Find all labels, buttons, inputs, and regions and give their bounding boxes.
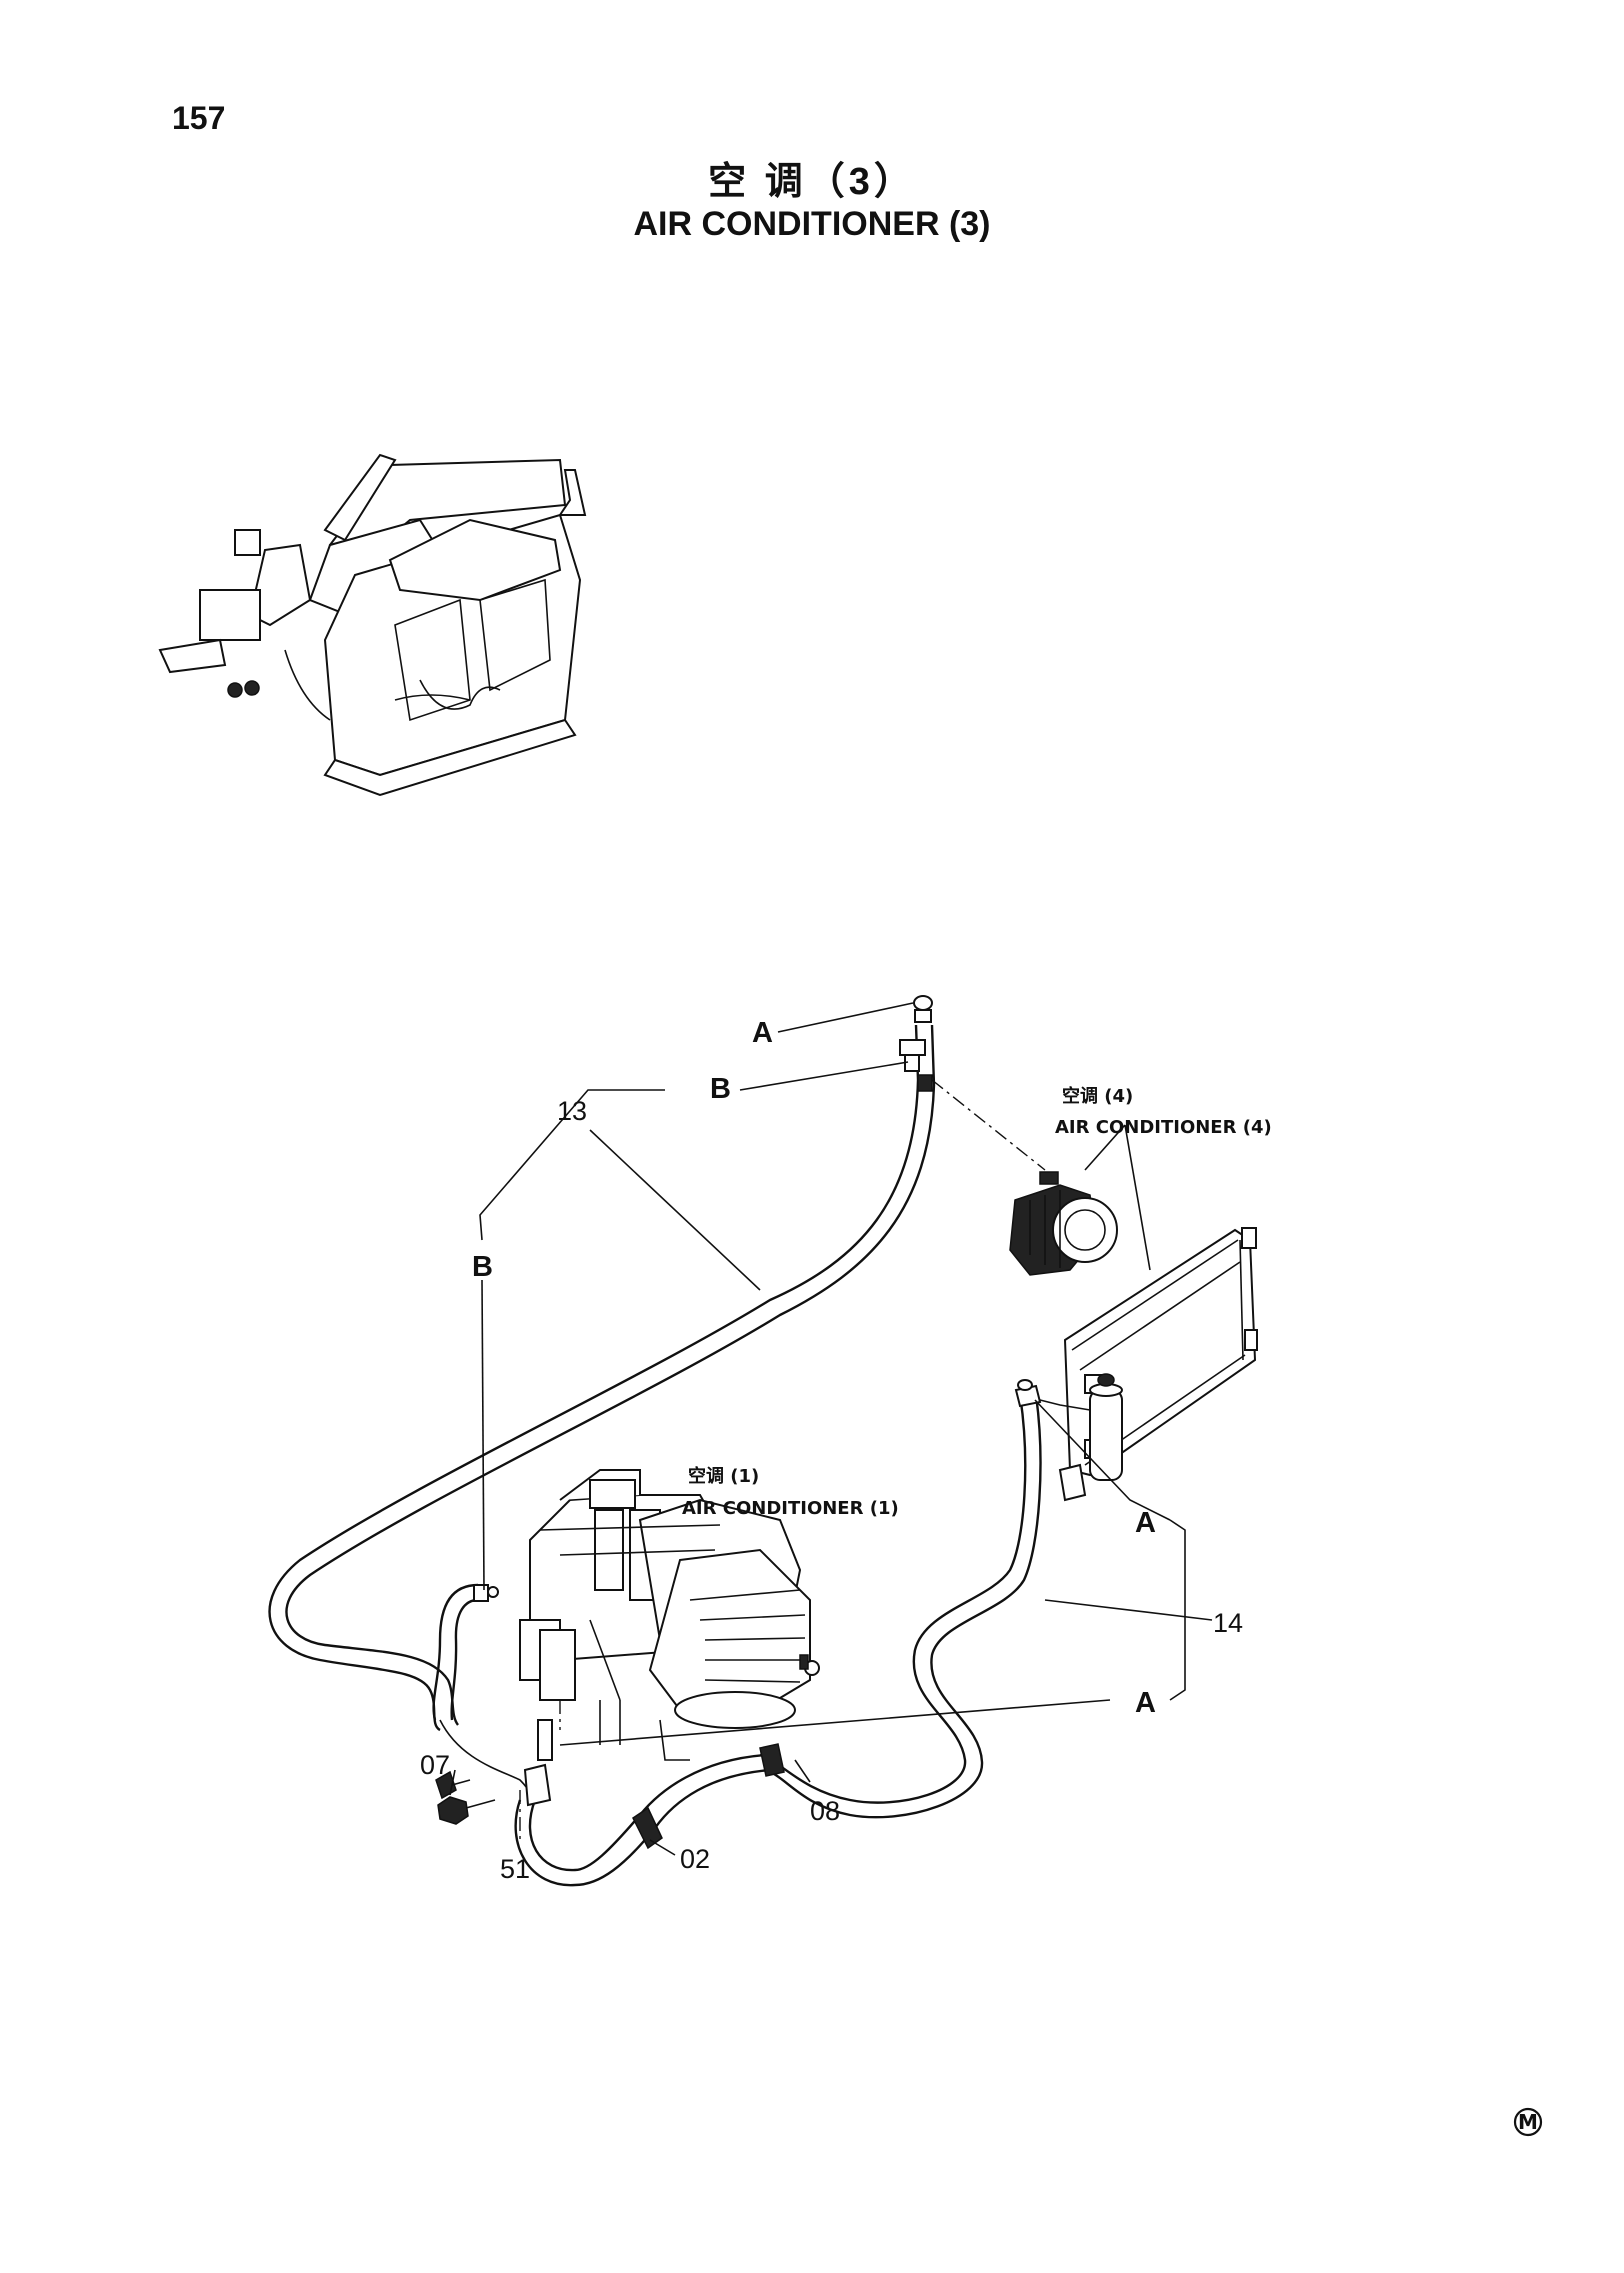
reference-ac4-english: AIR CONDITIONER (4) [1055,1117,1272,1138]
hose-13-top-fitting [899,995,933,1092]
hose-13 [268,1024,936,1732]
page-title-english: AIR CONDITIONER (3) [633,205,991,243]
bolt-07-illustration [437,1796,496,1825]
callout-a-right-upper: A [1135,1507,1156,1539]
page-number: 157 [172,100,226,136]
part-number-02: 02 [680,1844,710,1874]
part-number-14: 14 [1213,1608,1243,1638]
part-number-51: 51 [500,1854,530,1884]
leader-lines [449,1002,1213,1856]
page-title-chinese: 空 调（3） [708,161,916,203]
callout-b-top: B [710,1073,731,1105]
part-number-08: 08 [810,1796,840,1826]
callout-b-left: B [472,1251,493,1283]
part-number-07: 07 [420,1750,450,1780]
left-fitting-assembly [432,1583,553,1807]
air-conditioner-unit-1-illustration [519,1469,820,1761]
excavator-overview-illustration [158,453,587,797]
alignment-lines [519,1079,1046,1840]
manufacturer-mark-letter: M [1518,2110,1538,2134]
condenser-illustration [1014,1227,1258,1502]
reference-ac1-english: AIR CONDITIONER (1) [682,1498,899,1519]
callout-a-right-lower: A [1135,1687,1156,1719]
reference-ac4-chinese: 空调 (4) [1062,1085,1133,1107]
reference-ac1-chinese: 空调 (1) [688,1465,759,1487]
lower-hose [514,1743,785,1887]
compressor-illustration [1009,1171,1118,1276]
hose-14 [759,1394,1042,1819]
part-number-13: 13 [557,1096,587,1126]
manufacturer-mark: M [1513,2107,1543,2137]
callout-a-top: A [752,1017,773,1049]
